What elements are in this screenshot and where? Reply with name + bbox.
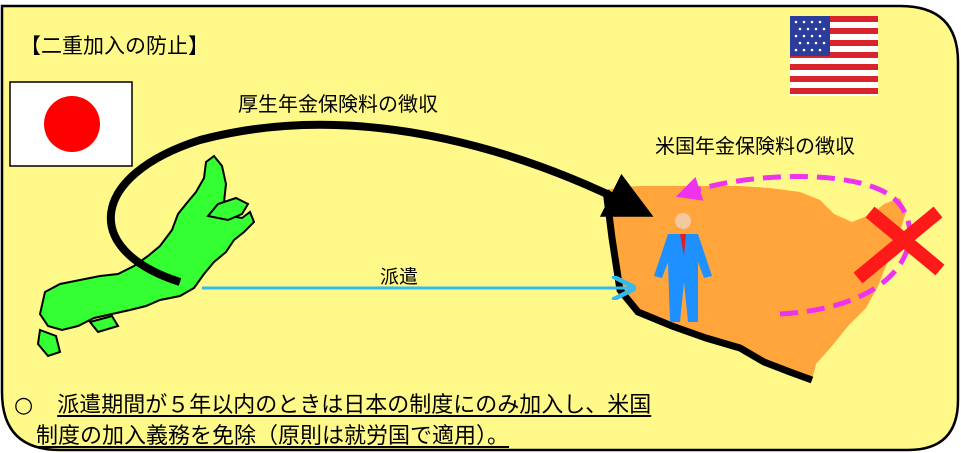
japan-premium-arrow	[106, 120, 654, 286]
us-premium-arrow	[675, 174, 913, 317]
us-premium-label: 米国年金保険料の徴収	[655, 134, 855, 158]
us-flag-icon	[790, 16, 878, 96]
note-bullet: ○	[14, 393, 34, 418]
note-text-1: 派遣期間が５年以内のときは日本の制度にのみ加入し、米国	[57, 393, 652, 418]
japan-premium-label: 厚生年金保険料の徴収	[238, 92, 438, 116]
note-line-1: ○ 派遣期間が５年以内のときは日本の制度にのみ加入し、米国	[14, 387, 651, 419]
worker-icon	[654, 213, 712, 322]
japan-flag-icon	[9, 81, 133, 167]
cross-icon	[853, 206, 945, 284]
note-line-2: 制度の加入義務を免除（原則は就労国で適用）。	[36, 424, 510, 449]
japan-map-icon	[36, 154, 256, 358]
diagram-title: 【二重加入の防止】	[20, 34, 209, 58]
dispatch-label: 派遣	[380, 266, 419, 288]
